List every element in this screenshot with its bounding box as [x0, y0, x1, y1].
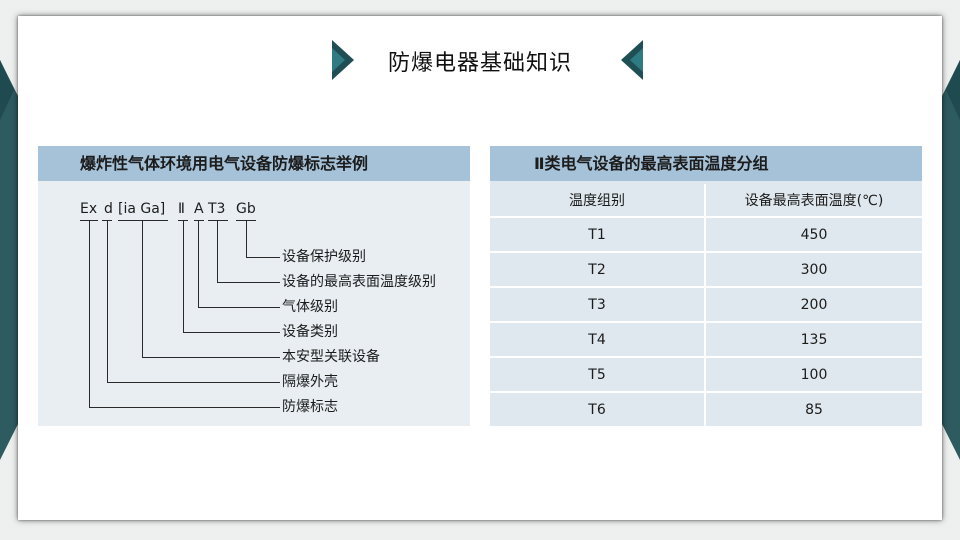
marking-example-header: 爆炸性气体环境用电气设备防爆标志举例: [38, 146, 470, 181]
cell-temp-class: T2: [490, 252, 706, 288]
leader-v-group: [183, 220, 184, 332]
cell-temp-class: T6: [490, 392, 706, 428]
label-ex-marking: 防爆标志: [282, 399, 338, 415]
leader-h-ex: [89, 407, 280, 408]
code-part-ia-ga: [ia Ga]: [118, 201, 166, 217]
label-associated-apparatus: 本安型关联设备: [282, 349, 380, 365]
cell-temp-class: T4: [490, 322, 706, 358]
leader-v-temp: [217, 220, 218, 282]
table-row: T3 200: [490, 287, 922, 323]
table-row: T5 100: [490, 357, 922, 393]
left-edge-decoration: [0, 60, 20, 460]
right-edge-decoration: [940, 60, 960, 460]
label-max-surface-temp-class: 设备的最高表面温度级别: [282, 274, 436, 290]
marking-example-panel: 爆炸性气体环境用电气设备防爆标志举例 Ex d [ia Ga] Ⅱ A T3 G…: [38, 146, 470, 426]
title-right-arrow-icon: [621, 40, 643, 80]
underline-gas: [194, 220, 204, 221]
cell-max-temp: 450: [705, 217, 922, 253]
table-header-row: 温度组别 设备最高表面温度(℃): [490, 184, 922, 218]
column-header-temp-class: 温度组别: [490, 184, 706, 218]
slide: 防爆电器基础知识 爆炸性气体环境用电气设备防爆标志举例 Ex d [ia Ga]…: [18, 16, 942, 520]
cell-temp-class: T3: [490, 287, 706, 323]
cell-temp-class: T1: [490, 217, 706, 253]
leader-h-temp: [217, 282, 280, 283]
table-row: T6 85: [490, 392, 922, 428]
title-left-arrow-icon: [332, 40, 354, 80]
title-row: 防爆电器基础知识: [18, 16, 942, 106]
temperature-class-header: Ⅱ类电气设备的最高表面温度分组: [490, 146, 922, 181]
leader-h-group: [183, 332, 280, 333]
label-gas-group: 气体级别: [282, 299, 338, 315]
underline-temp: [208, 220, 228, 221]
label-equipment-protection-level: 设备保护级别: [282, 249, 366, 265]
code-part-epl: Gb: [236, 201, 256, 217]
cell-temp-class: T5: [490, 357, 706, 393]
table-row: T4 135: [490, 322, 922, 358]
temperature-class-panel: Ⅱ类电气设备的最高表面温度分组 温度组别 设备最高表面温度(℃) T1 450 …: [490, 146, 922, 428]
leader-h-epl: [246, 257, 280, 258]
temperature-class-table: 温度组别 设备最高表面温度(℃) T1 450 T2 300 T3 200: [490, 184, 922, 428]
cell-max-temp: 300: [705, 252, 922, 288]
label-flameproof-enclosure: 隔爆外壳: [282, 374, 338, 390]
leader-h-gas: [198, 307, 280, 308]
code-part-d: d: [104, 201, 113, 217]
cell-max-temp: 85: [705, 392, 922, 428]
page-title: 防爆电器基础知识: [387, 51, 572, 76]
leader-v-d: [107, 220, 108, 382]
cell-max-temp: 100: [705, 357, 922, 393]
marking-diagram: Ex d [ia Ga] Ⅱ A T3 Gb: [38, 181, 470, 426]
leader-v-gas: [198, 220, 199, 307]
code-part-gas: A: [194, 201, 204, 217]
code-part-temp: T3: [208, 201, 226, 217]
column-header-max-temp: 设备最高表面温度(℃): [705, 184, 922, 218]
label-equipment-group: 设备类别: [282, 324, 338, 340]
code-part-group: Ⅱ: [178, 201, 185, 217]
leader-v-epl: [246, 220, 247, 257]
table-row: T2 300: [490, 252, 922, 288]
code-part-ex: Ex: [80, 201, 98, 217]
leader-v-ex: [89, 220, 90, 407]
cell-max-temp: 135: [705, 322, 922, 358]
underline-ia-ga: [118, 220, 168, 221]
leader-v-ia-ga: [142, 220, 143, 357]
leader-h-d: [107, 382, 280, 383]
leader-h-ia-ga: [142, 357, 280, 358]
cell-max-temp: 200: [705, 287, 922, 323]
table-row: T1 450: [490, 217, 922, 253]
